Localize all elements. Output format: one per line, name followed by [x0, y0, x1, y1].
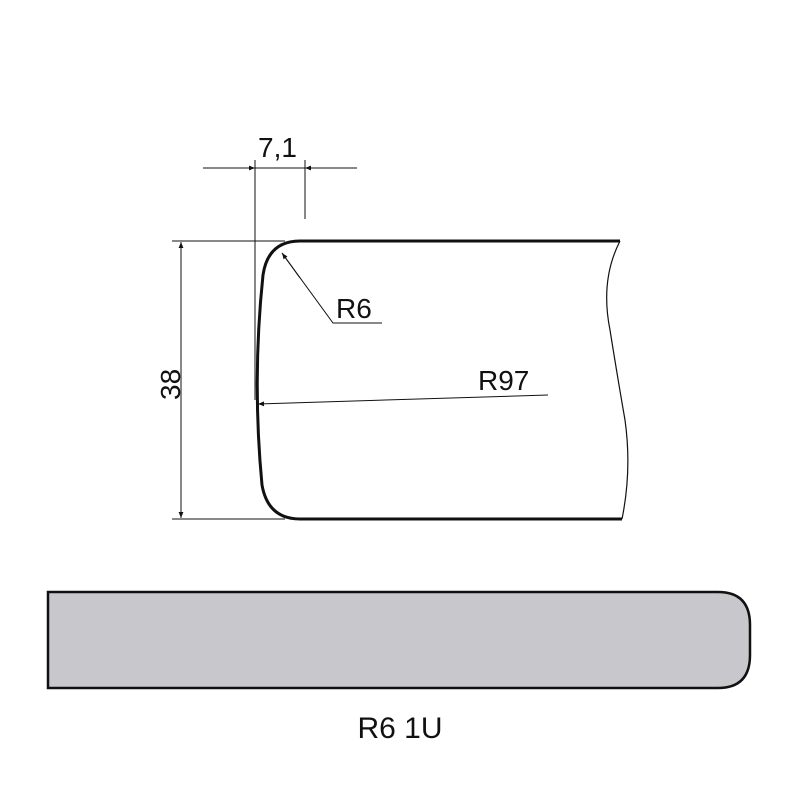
- edge-radius-label: R97: [478, 365, 529, 396]
- break-line: [606, 240, 629, 520]
- corner-radius-label: R6: [336, 293, 372, 324]
- leader-r6-arrow: [281, 252, 301, 279]
- leader-r97: [257, 394, 549, 407]
- offset-dimension-label: 7,1: [258, 132, 297, 163]
- profile-label: R6 1U: [357, 712, 442, 745]
- section-outline: [255, 239, 622, 521]
- profile-preview-bar: [46, 590, 752, 690]
- height-dimension-label: 38: [155, 369, 186, 400]
